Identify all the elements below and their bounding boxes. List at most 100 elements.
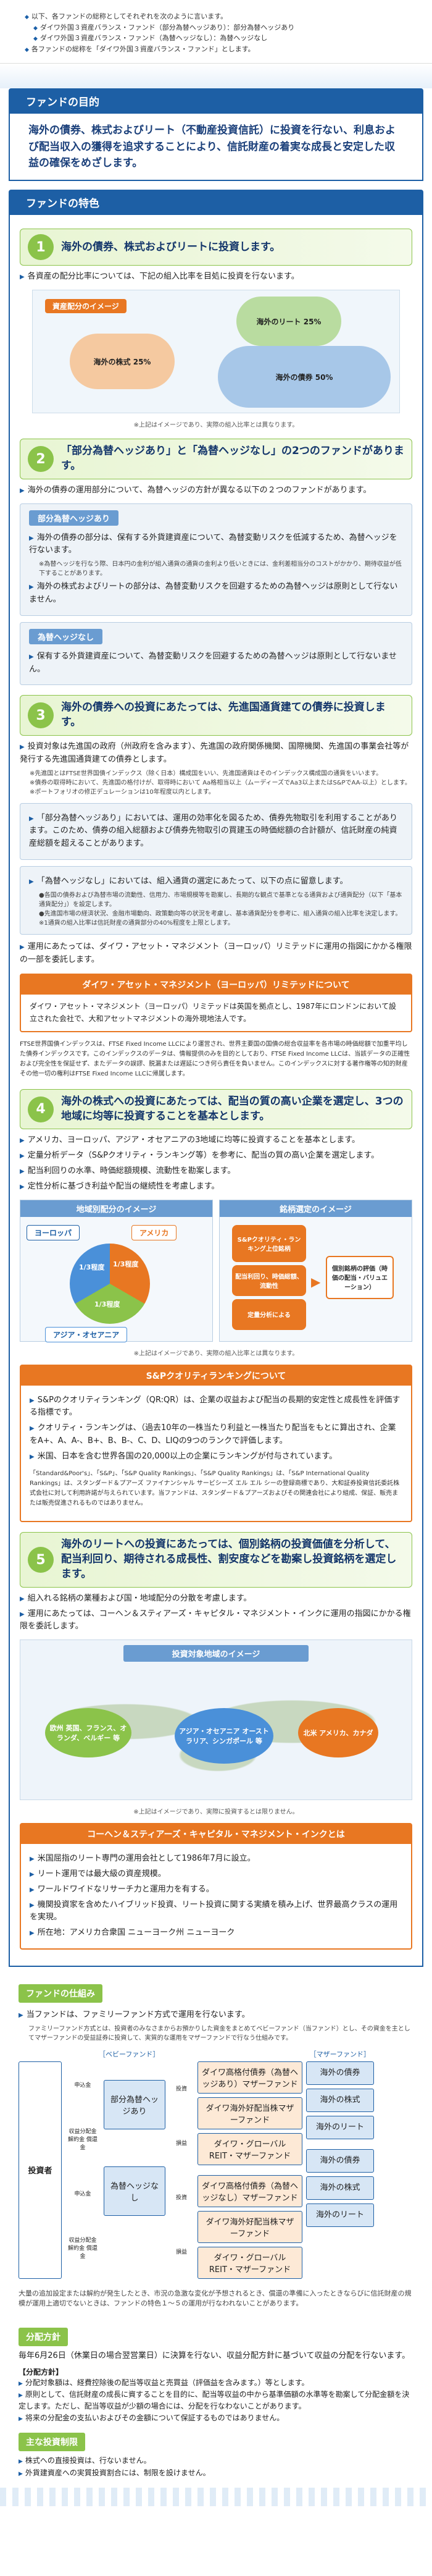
sp-quality-title: S&Pクオリティランキングについて: [21, 1365, 411, 1386]
feature-1-note: ※上記はイメージであり、実際の組入比率とは異なります。: [133, 422, 299, 429]
feature-2-bullet: 海外の債券の運用部分について、為替ヘッジの方針が異なる以下の２つのファンドがあり…: [20, 484, 412, 497]
investor-arrows: 申込金 収益分配金 解約金 償還金 申込金 収益分配金 解約金 償還金: [65, 2061, 100, 2279]
sel-step-2: 配当利回り、時価総額、流動性: [232, 1265, 306, 1296]
daiwa-europe-box: ダイワ・アセット・マネジメント（ヨーロッパ）リミテッドについて ダイワ・アセット…: [20, 974, 412, 1032]
features-title: ファンドの特色: [9, 190, 423, 216]
feature-4-bullet-1: アメリカ、ヨーロッパ、アジア・オセアニアの3地域に均等に投資することを基本としま…: [20, 1134, 412, 1147]
mother-fund-3: ダイワ・グローバルREIT・マザーファンド: [197, 2132, 302, 2165]
structure-bullet: 当ファンドは、ファミリーファンド方式で運用を行ないます。: [19, 2009, 413, 2022]
target-1: 海外の債券: [306, 2061, 374, 2085]
map-title: 投資対象地域のイメージ: [123, 1645, 309, 1662]
header-gradient: [0, 64, 432, 89]
feature-3-number: 3: [28, 702, 54, 729]
selection-image: 銘柄選定のイメージ S&Pクオリティ・ランキング上位銘柄 配当利回り、時価総額、…: [219, 1199, 412, 1342]
cohen-title: コーヘン＆スティアーズ・キャピタル・マネジメント・インクとは: [21, 1824, 411, 1845]
restrict-title: 主な投資制限: [19, 2433, 85, 2452]
arrow-out-1: 損益: [175, 2140, 187, 2147]
feature-5-bullet-2: 運用にあたっては、コーヘン＆スティアーズ・キャピタル・マネジメント・インクに運用…: [20, 1608, 412, 1634]
region-map: 投資対象地域のイメージ 欧州 英国、フランス、オランダ、ベルギー 等 アジア・オ…: [20, 1639, 412, 1801]
dist-b3: 将来の分配金の支払いおよびその金額について保証するものではありません。: [19, 2412, 413, 2424]
pie-label-europe: 1/3程度: [79, 1263, 105, 1271]
baby-fund-nohedge: 為替ヘッジなし: [104, 2166, 165, 2216]
daiwa-europe-body: ダイワ・アセット・マネジメント（ヨーロッパ）リミテッドは英国を拠点とし、1987…: [30, 1002, 396, 1023]
baby-funds: 部分為替ヘッジあり 為替ヘッジなし: [104, 2061, 165, 2279]
sp-quality-box: S&Pクオリティランキングについて S&Pのクオリティランキング（QR:QR）は…: [20, 1364, 412, 1523]
hedge-box: 部分為替ヘッジあり 海外の債券の部分は、保有する外貨建資産について、為替変動リス…: [20, 503, 412, 616]
feature-2-number: 2: [28, 446, 54, 472]
sel-step-3: 定量分析による: [232, 1299, 306, 1330]
arrow-ret-2: 収益分配金 解約金 償還金: [68, 2237, 98, 2260]
sp-quality-b2: クオリティ・ランキングは、（過去10年の一株当たり利益と一株当たり配当をもとに算…: [30, 1422, 402, 1448]
feature-3-title: 海外の債券への投資にあたっては、先進国通貨建ての債券に投資します。: [61, 701, 386, 729]
hedge-bullet-2: 海外の株式およびリートの部分は、為替変動リスクを回避するための為替ヘッジは原則と…: [29, 581, 403, 607]
feature-1-title: 海外の債券、株式およびリートに投資します。: [61, 240, 281, 253]
baby-fund-hedge: 部分為替ヘッジあり: [104, 2079, 165, 2129]
feature-4-bullet-4: 定性分析に基づき利益や配当の継続性を考慮します。: [20, 1181, 412, 1193]
selection-image-title: 銘柄選定のイメージ: [220, 1200, 412, 1217]
map-asia: アジア・オセアニア オーストラリア、シンガポール 等: [175, 1708, 273, 1764]
feature-5-number: 5: [28, 1547, 54, 1573]
map-europe: 欧州 英国、フランス、オランダ、ベルギー 等: [45, 1708, 131, 1758]
cohen-box: コーヘン＆スティアーズ・キャピタル・マネジメント・インクとは 米国屈指のリート専…: [20, 1823, 412, 1950]
pie-label-america: 1/3程度: [113, 1260, 139, 1268]
structure-labels: ［ベビーファンド］ ［マザーファンド］: [99, 2049, 370, 2059]
nohedge-box-title: 為替ヘッジなし: [29, 628, 103, 644]
dist-sub: 【分配方針】: [19, 2367, 64, 2376]
purpose-text: 海外の債券、株式およびリート（不動産投資信託）に投資を行ない、利息および配当収入…: [28, 124, 396, 170]
investor-box: 投資者: [19, 2061, 62, 2279]
feature-4-bullet-2: 定量分析データ（S&Pクオリティ・ランキング等）を参考に、配当の質の高い企業を選…: [20, 1150, 412, 1163]
hedge-bullet-1: 海外の債券の部分は、保有する外貨建資産について、為替変動リスクを低減するため、為…: [29, 532, 403, 558]
feature-4-note: ※上記はイメージであり、実際の組入比率とは異なります。: [133, 1350, 299, 1357]
region-image-title: 地域別配分のイメージ: [20, 1200, 212, 1217]
cohen-b4: 機関投資家を含めたハイブリッド投資、リート投資に関する実績を積み上げ、世界最高ク…: [30, 1899, 402, 1925]
feature-3-small-3: ※ポートフォリオの修正デュレーションは10年程度以内とします。: [30, 788, 215, 796]
feature-1-bullet: 各資産の配分比率については、下記の組入比率を目処に投資を行ないます。: [20, 271, 412, 284]
feature-4-title: 海外の株式への投資にあたっては、配当の質の高い企業を選定し、3つの地域に均等に投…: [61, 1095, 404, 1122]
sp-quality-b1: S&Pのクオリティランキング（QR:QR）は、企業の収益および配当の長期的安定性…: [30, 1394, 402, 1420]
feature-5-title: 海外のリートへの投資にあたっては、個別銘柄の投資価値を分析して、配当利回り、期待…: [61, 1538, 397, 1581]
targets: 海外の債券 海外の株式 海外のリート 海外の債券 海外の株式 海外のリート: [306, 2061, 374, 2279]
daiwa-europe-title: ダイワ・アセット・マネジメント（ヨーロッパ）リミテッドについて: [21, 975, 411, 995]
cohen-b3: ワールドワイドなリサーチ力と運用力を有する。: [30, 1884, 402, 1896]
structure-diagram: 投資者 申込金 収益分配金 解約金 償還金 申込金 収益分配金 解約金 償還金 …: [19, 2061, 413, 2279]
arrow-in-1: 投資: [175, 2086, 187, 2093]
map-na: 北米 アメリカ、カナダ: [298, 1708, 378, 1758]
feature-4-number: 4: [28, 1096, 54, 1122]
feature-5-bullet-1: 組入れる銘柄の業種および国・地域配分の分散を考慮します。: [20, 1593, 412, 1606]
feature-2-title-box: 2 「部分為替ヘッジあり」と「為替ヘッジなし」の2つのファンドがあります。: [20, 439, 412, 479]
hedge-small-1: ※為替ヘッジを行なう際、日本円の金利が組入通貨の通貨の金利より低いときには、金利…: [39, 561, 402, 578]
feature-5-title-box: 5 海外のリートへの投資にあたっては、個別銘柄の投資価値を分析して、配当利回り、…: [20, 1532, 412, 1588]
dist-body: 毎年6月26日（休業日の場合翌営業日）に決算を行ない、収益分配方針に基づいて収益…: [19, 2351, 410, 2360]
arrow-out-2: 損益: [175, 2249, 187, 2256]
purpose-title: ファンドの目的: [9, 88, 423, 114]
asset-allocation-tag: 資産配分のイメージ: [45, 299, 127, 314]
feature-3-small-4: ●各国の債券および為替市場の流動性、信用力、市場規模等を勘案し、長期的な観点で基…: [39, 891, 402, 908]
restrict-b1: 株式への直接投資は、行ないません。: [19, 2455, 413, 2467]
cohen-b1: 米国屈指のリート専門の運用会社として1986年7月に設立。: [30, 1853, 402, 1866]
region-america: アメリカ: [131, 1224, 177, 1240]
asset-allocation-image: 資産配分のイメージ 海外のリート 25% 海外の株式 25% 海外の債券 50%: [32, 290, 400, 414]
cohen-b5: 所在地：アメリカ合衆国 ニューヨーク州 ニューヨーク: [30, 1927, 402, 1940]
structure-title: ファンドの仕組み: [19, 1984, 102, 2003]
top-note-4: 各ファンドの総称を「ダイワ外国３資産バランス・ファンド」とします。: [25, 44, 420, 55]
feature-3-box-1: 「部分為替ヘッジあり」においては、運用の効率化を図るため、債券先物取引を利用する…: [20, 802, 412, 860]
sp-disclaimer: 「Standard&Poor's」、「S&P」、「S&P Quality Ran…: [30, 1470, 400, 1507]
target-6: 海外のリート: [306, 2203, 374, 2227]
mother-fund-4: ダイワ高格付債券（為替ヘッジなし）マザーファンド: [197, 2174, 302, 2207]
mother-fund-1: ダイワ高格付債券（為替ヘッジあり）マザーファンド: [197, 2061, 302, 2094]
feature-4-images: 地域別配分のイメージ ヨーロッパ アメリカ 1/3程度 1/3程度 1/3程度 …: [20, 1199, 412, 1342]
nohedge-bullet-1: 保有する外貨建資産について、為替変動リスクを回避するための為替ヘッジは原則として…: [29, 650, 403, 676]
restrict-b2: 外貨建資産への実質投資割合には、制限を設けません。: [19, 2467, 413, 2479]
feature-3-bullet-4: 運用にあたっては、ダイワ・アセット・マネジメント（ヨーロッパ）リミテッドに運用の…: [20, 941, 412, 967]
mother-fund-2: ダイワ海外好配当株マザーファンド: [197, 2097, 302, 2129]
sp-quality-b3: 米国、日本を含む世界各国の20,000以上の企業にランキングが付与されています。: [30, 1450, 402, 1463]
top-note-1: 以下、各ファンドの総称としてそれぞれを次のように言います。: [25, 11, 420, 22]
sel-result: 個別銘柄の評価（時価の配当・バリュエーション）: [326, 1255, 394, 1299]
feature-3-bullet-2: 「部分為替ヘッジあり」においては、運用の効率化を図るため、債券先物取引を利用する…: [29, 812, 403, 851]
target-5: 海外の株式: [306, 2176, 374, 2200]
feature-3-title-box: 3 海外の債券への投資にあたっては、先進国通貨建ての債券に投資します。: [20, 695, 412, 736]
sel-step-1: S&Pクオリティ・ランキング上位銘柄: [232, 1224, 306, 1262]
stock-bubble: 海外の株式 25%: [70, 334, 175, 390]
hedge-box-title: 部分為替ヘッジあり: [29, 510, 119, 526]
top-note-2: ダイワ外国３資産バランス・ファンド（部分為替ヘッジあり）：部分為替ヘッジあり: [25, 22, 420, 33]
